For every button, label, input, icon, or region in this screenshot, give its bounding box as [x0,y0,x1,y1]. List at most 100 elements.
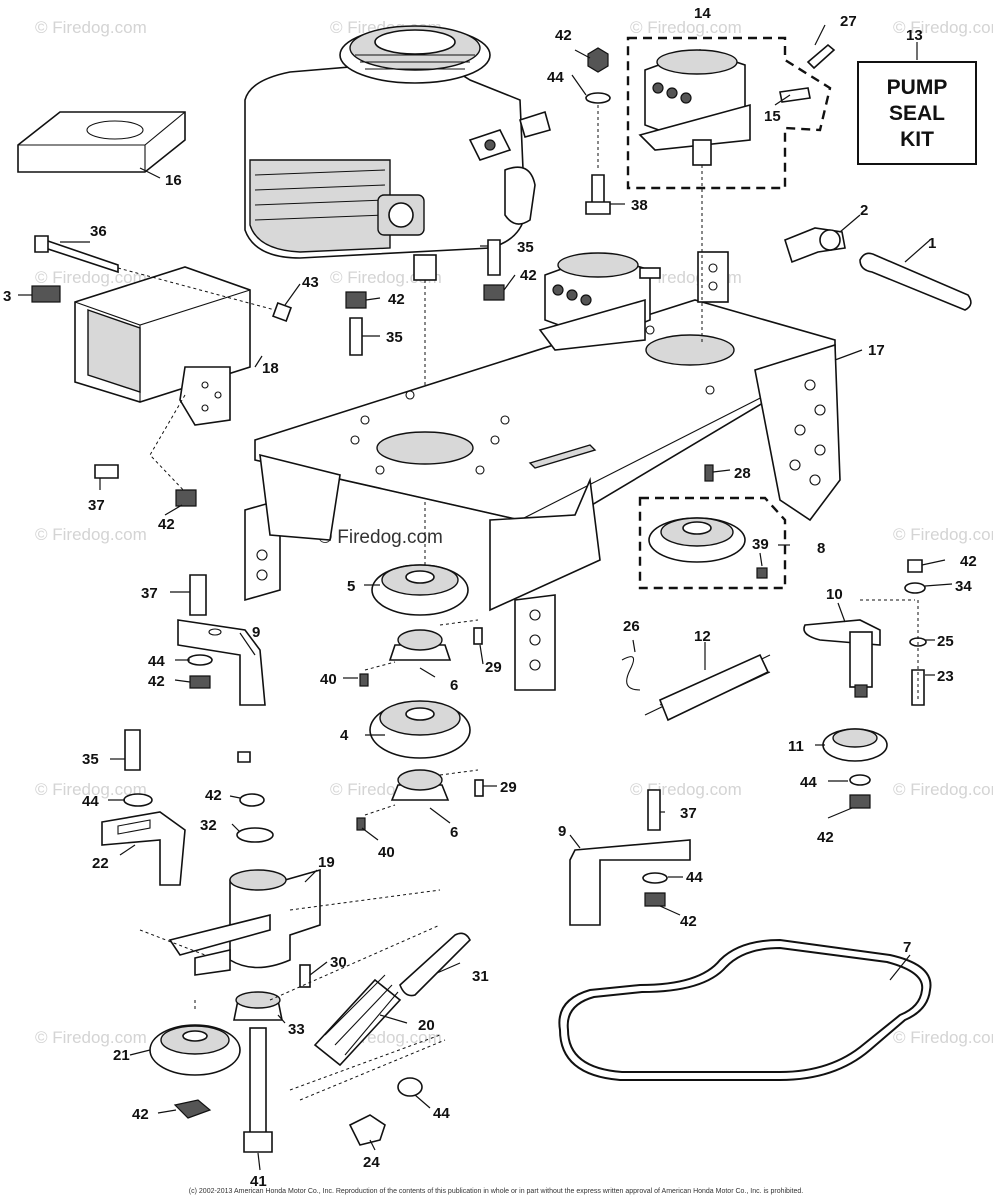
callout-42: 42 [205,787,222,804]
callout-44: 44 [82,793,99,810]
copyright-notice: (c) 2002-2013 American Honda Motor Co., … [189,1188,803,1195]
callout-39: 39 [752,536,769,553]
callout-42: 42 [817,829,834,846]
callout-12: 12 [694,628,711,645]
pump-part [538,252,661,351]
right-bracket-part [569,789,691,926]
spring-parts [621,653,771,722]
callout-40: 40 [320,671,337,688]
callout-35: 35 [82,751,99,768]
watermark: © Firedog.com [630,18,742,37]
callout-4: 4 [340,727,349,744]
kit-label-line1: PUMP [887,76,948,99]
callout-42: 42 [555,27,572,44]
belt-part [558,938,932,1081]
watermark: © Firedog.com [630,780,742,799]
pump-seal-kit-label: PUMP SEAL KIT [857,42,977,165]
callout-44: 44 [148,653,165,670]
callout-6: 6 [450,824,458,841]
watermark: © Firedog.com [893,18,993,37]
watermark: © Firedog.com [35,525,147,544]
callout-6: 6 [450,677,458,694]
callout-15: 15 [764,108,781,125]
callout-23: 23 [937,668,954,685]
callout-37: 37 [141,585,158,602]
callout-42: 42 [680,913,697,930]
lower-center-parts [289,932,471,1146]
engine-drawing [244,25,551,575]
idler-arm-part [803,559,927,809]
callout-28: 28 [734,465,751,482]
callout-9: 9 [252,624,260,641]
callout-17: 17 [868,342,885,359]
callout-42: 42 [520,267,537,284]
callout-44: 44 [800,774,817,791]
callout-5: 5 [347,578,355,595]
watermark: © Firedog.com [35,18,147,37]
callout-20: 20 [418,1017,435,1034]
callout-7: 7 [903,939,911,956]
battery-box-part [31,235,292,496]
callout-3: 3 [3,288,11,305]
callout-25: 25 [937,633,954,650]
callout-35: 35 [517,239,534,256]
callout-numbers: 1 2 3 4 5 6 6 7 8 9 9 10 11 12 13 14 15 … [3,5,977,1190]
callout-18: 18 [262,360,279,377]
callout-44: 44 [547,69,564,86]
pump-seal-kit-group [626,36,836,345]
hose-and-fitting-parts [784,227,972,311]
callout-43: 43 [302,274,319,291]
watermark: © Firedog.com [35,1028,147,1047]
callout-9: 9 [558,823,566,840]
callout-42: 42 [960,553,977,570]
callout-44: 44 [686,869,703,886]
callout-38: 38 [631,197,648,214]
leader-lines [18,24,953,1171]
callout-31: 31 [472,968,489,985]
callout-21: 21 [113,1047,130,1064]
callout-32: 32 [200,817,217,834]
callout-26: 26 [623,618,640,635]
callout-2: 2 [860,202,868,219]
callout-37: 37 [88,497,105,514]
callout-35: 35 [386,329,403,346]
callout-14: 14 [694,5,711,22]
callout-40: 40 [378,844,395,861]
callout-44: 44 [433,1105,450,1122]
frame-part [244,251,841,691]
watermark: © Firedog.com [893,1028,993,1047]
pulley-group [638,496,787,590]
callout-42: 42 [148,673,165,690]
callout-22: 22 [92,855,109,872]
callout-16: 16 [165,172,182,189]
callout-30: 30 [330,954,347,971]
callout-1: 1 [928,235,936,252]
callout-11: 11 [788,738,804,755]
callout-33: 33 [288,1021,305,1038]
callout-10: 10 [826,586,843,603]
watermark: © Firedog.com [35,780,147,799]
callout-24: 24 [363,1154,380,1171]
callout-27: 27 [840,13,857,30]
callout-41: 41 [250,1173,267,1190]
callout-29: 29 [485,659,502,676]
watermark: © Firedog.com [893,780,993,799]
top-hardware [94,47,714,507]
callout-29: 29 [500,779,517,796]
watermark: © Firedog.com [35,268,147,287]
callout-36: 36 [90,223,107,240]
callout-19: 19 [318,854,335,871]
kit-label-line2: SEAL [889,102,945,125]
callout-42: 42 [158,516,175,533]
center-pulleys [356,564,484,831]
callout-34: 34 [955,578,972,595]
kit-label-line3: KIT [900,128,934,151]
pad-part [17,111,186,179]
callout-42: 42 [132,1106,149,1123]
callout-13: 13 [906,27,923,44]
callout-37: 37 [680,805,697,822]
watermark-center: © Firedog.com [318,527,443,548]
watermark: © Firedog.com [893,525,993,544]
callout-42: 42 [388,291,405,308]
